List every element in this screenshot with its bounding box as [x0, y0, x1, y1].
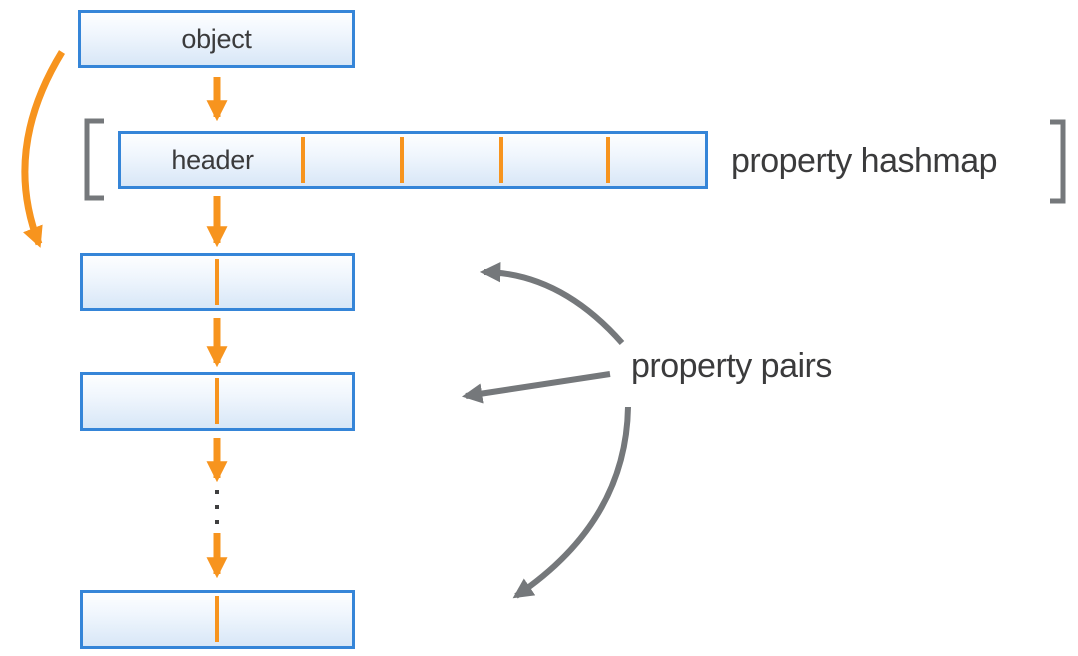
slot-divider: [301, 137, 305, 183]
object-label: object: [181, 23, 252, 54]
slot-divider: [400, 137, 404, 183]
ellipsis-dot: [215, 520, 219, 524]
property-pairs-label: property pairs: [631, 347, 832, 385]
slot-divider: [499, 137, 503, 183]
slot-divider: [606, 137, 610, 183]
curved-arrow-object-to-pair1: [21, 50, 65, 248]
gray-arrow-to-pair1: [479, 262, 625, 345]
pair-divider: [215, 596, 219, 642]
ellipsis-dot: [215, 505, 219, 509]
header-label: header: [171, 144, 254, 175]
pair-divider: [215, 259, 219, 305]
right-bracket: [1050, 119, 1066, 204]
pair-box-1: [80, 253, 355, 311]
hashmap-header-box: header: [118, 131, 708, 189]
header-cell: header: [121, 134, 304, 186]
left-bracket: [84, 118, 104, 201]
pair-divider: [215, 378, 219, 424]
gray-arrow-to-pair2: [461, 371, 611, 404]
property-hashmap-label: property hashmap: [731, 141, 998, 180]
pair-box-2: [80, 372, 355, 431]
pair-box-3: [80, 590, 355, 649]
gray-arrow-to-pair3: [512, 406, 631, 599]
ellipsis-dot: [215, 490, 219, 494]
object-box: object: [78, 10, 355, 68]
